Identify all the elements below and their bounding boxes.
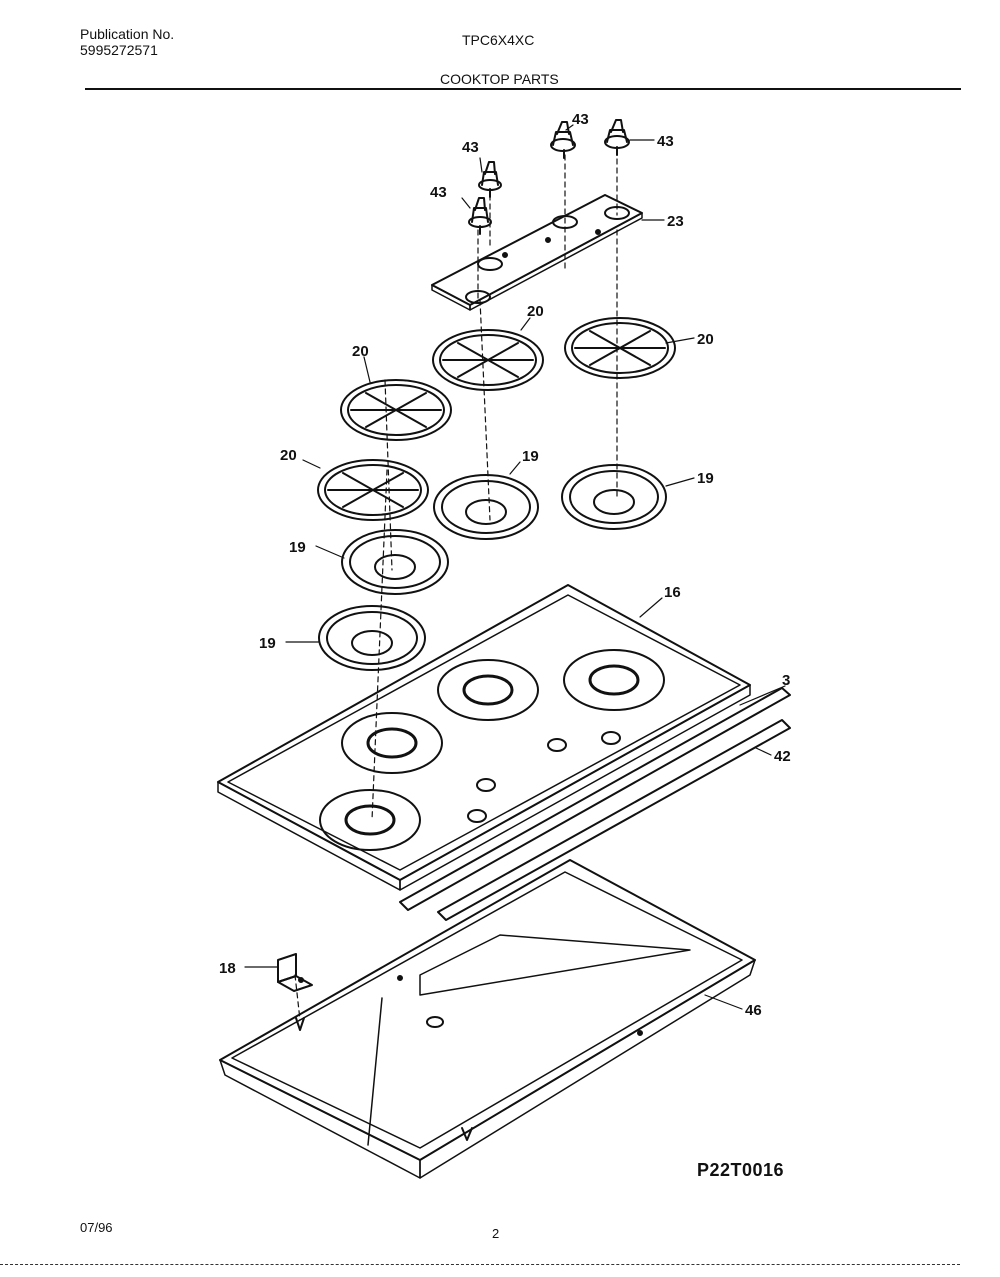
grate-20-c [340, 379, 452, 441]
callout-labels: 43 43 43 43 23 20 20 20 20 19 19 19 19 1… [219, 111, 791, 1019]
callout-panel-23: 23 [667, 213, 684, 230]
callout-grate-20-b: 20 [697, 331, 714, 348]
callout-strip-3: 3 [782, 672, 790, 689]
leader-lines [244, 124, 786, 1010]
knob-43-a [468, 197, 492, 235]
publication-number: 5995272571 [80, 42, 158, 58]
callout-grate-20-a: 20 [527, 303, 544, 320]
trim-strip-3 [399, 687, 791, 911]
grate-20-d [317, 459, 429, 521]
footer-rule [0, 1264, 960, 1265]
callout-bowl-19-d: 19 [259, 635, 276, 652]
bracket-18 [277, 953, 313, 992]
callout-knob-43-b: 43 [462, 139, 479, 156]
alignment-lines [294, 149, 618, 1021]
callout-bowl-19-c: 19 [289, 539, 306, 556]
main-cooktop-16 [217, 584, 751, 891]
knob-43-b [478, 161, 502, 198]
trim-strip-42 [437, 719, 791, 921]
callout-grate-20-c: 20 [352, 343, 369, 360]
model-number: TPC6X4XC [462, 32, 535, 48]
callout-grate-20-d: 20 [280, 447, 297, 464]
callout-bowl-19-b: 19 [697, 470, 714, 487]
burner-box-46 [219, 859, 756, 1179]
callout-burner-box-46: 46 [745, 1002, 762, 1019]
section-title: COOKTOP PARTS [440, 71, 559, 87]
callout-cooktop-16: 16 [664, 584, 681, 601]
control-panel-23 [431, 194, 643, 311]
header-rule [85, 88, 961, 90]
drip-bowl-19-c [341, 529, 449, 595]
grate-20-a [432, 329, 544, 391]
diagram-code: P22T0016 [697, 1160, 785, 1180]
publication-label: Publication No. [80, 26, 175, 42]
footer-date: 07/96 [80, 1220, 113, 1235]
callout-knob-43-d: 43 [657, 133, 674, 150]
callout-strip-42: 42 [774, 748, 791, 765]
grate-20-b [564, 317, 676, 379]
drip-bowl-19-a [433, 474, 539, 540]
callout-bracket-18: 18 [219, 960, 236, 977]
drip-bowl-19-d [318, 605, 426, 671]
callout-bowl-19-a: 19 [522, 448, 539, 465]
callout-knob-43-c: 43 [572, 111, 589, 128]
knob-43-d [604, 119, 630, 156]
page-number: 2 [492, 1226, 500, 1241]
drip-bowl-19-b [561, 464, 667, 530]
callout-knob-43-a: 43 [430, 184, 447, 201]
